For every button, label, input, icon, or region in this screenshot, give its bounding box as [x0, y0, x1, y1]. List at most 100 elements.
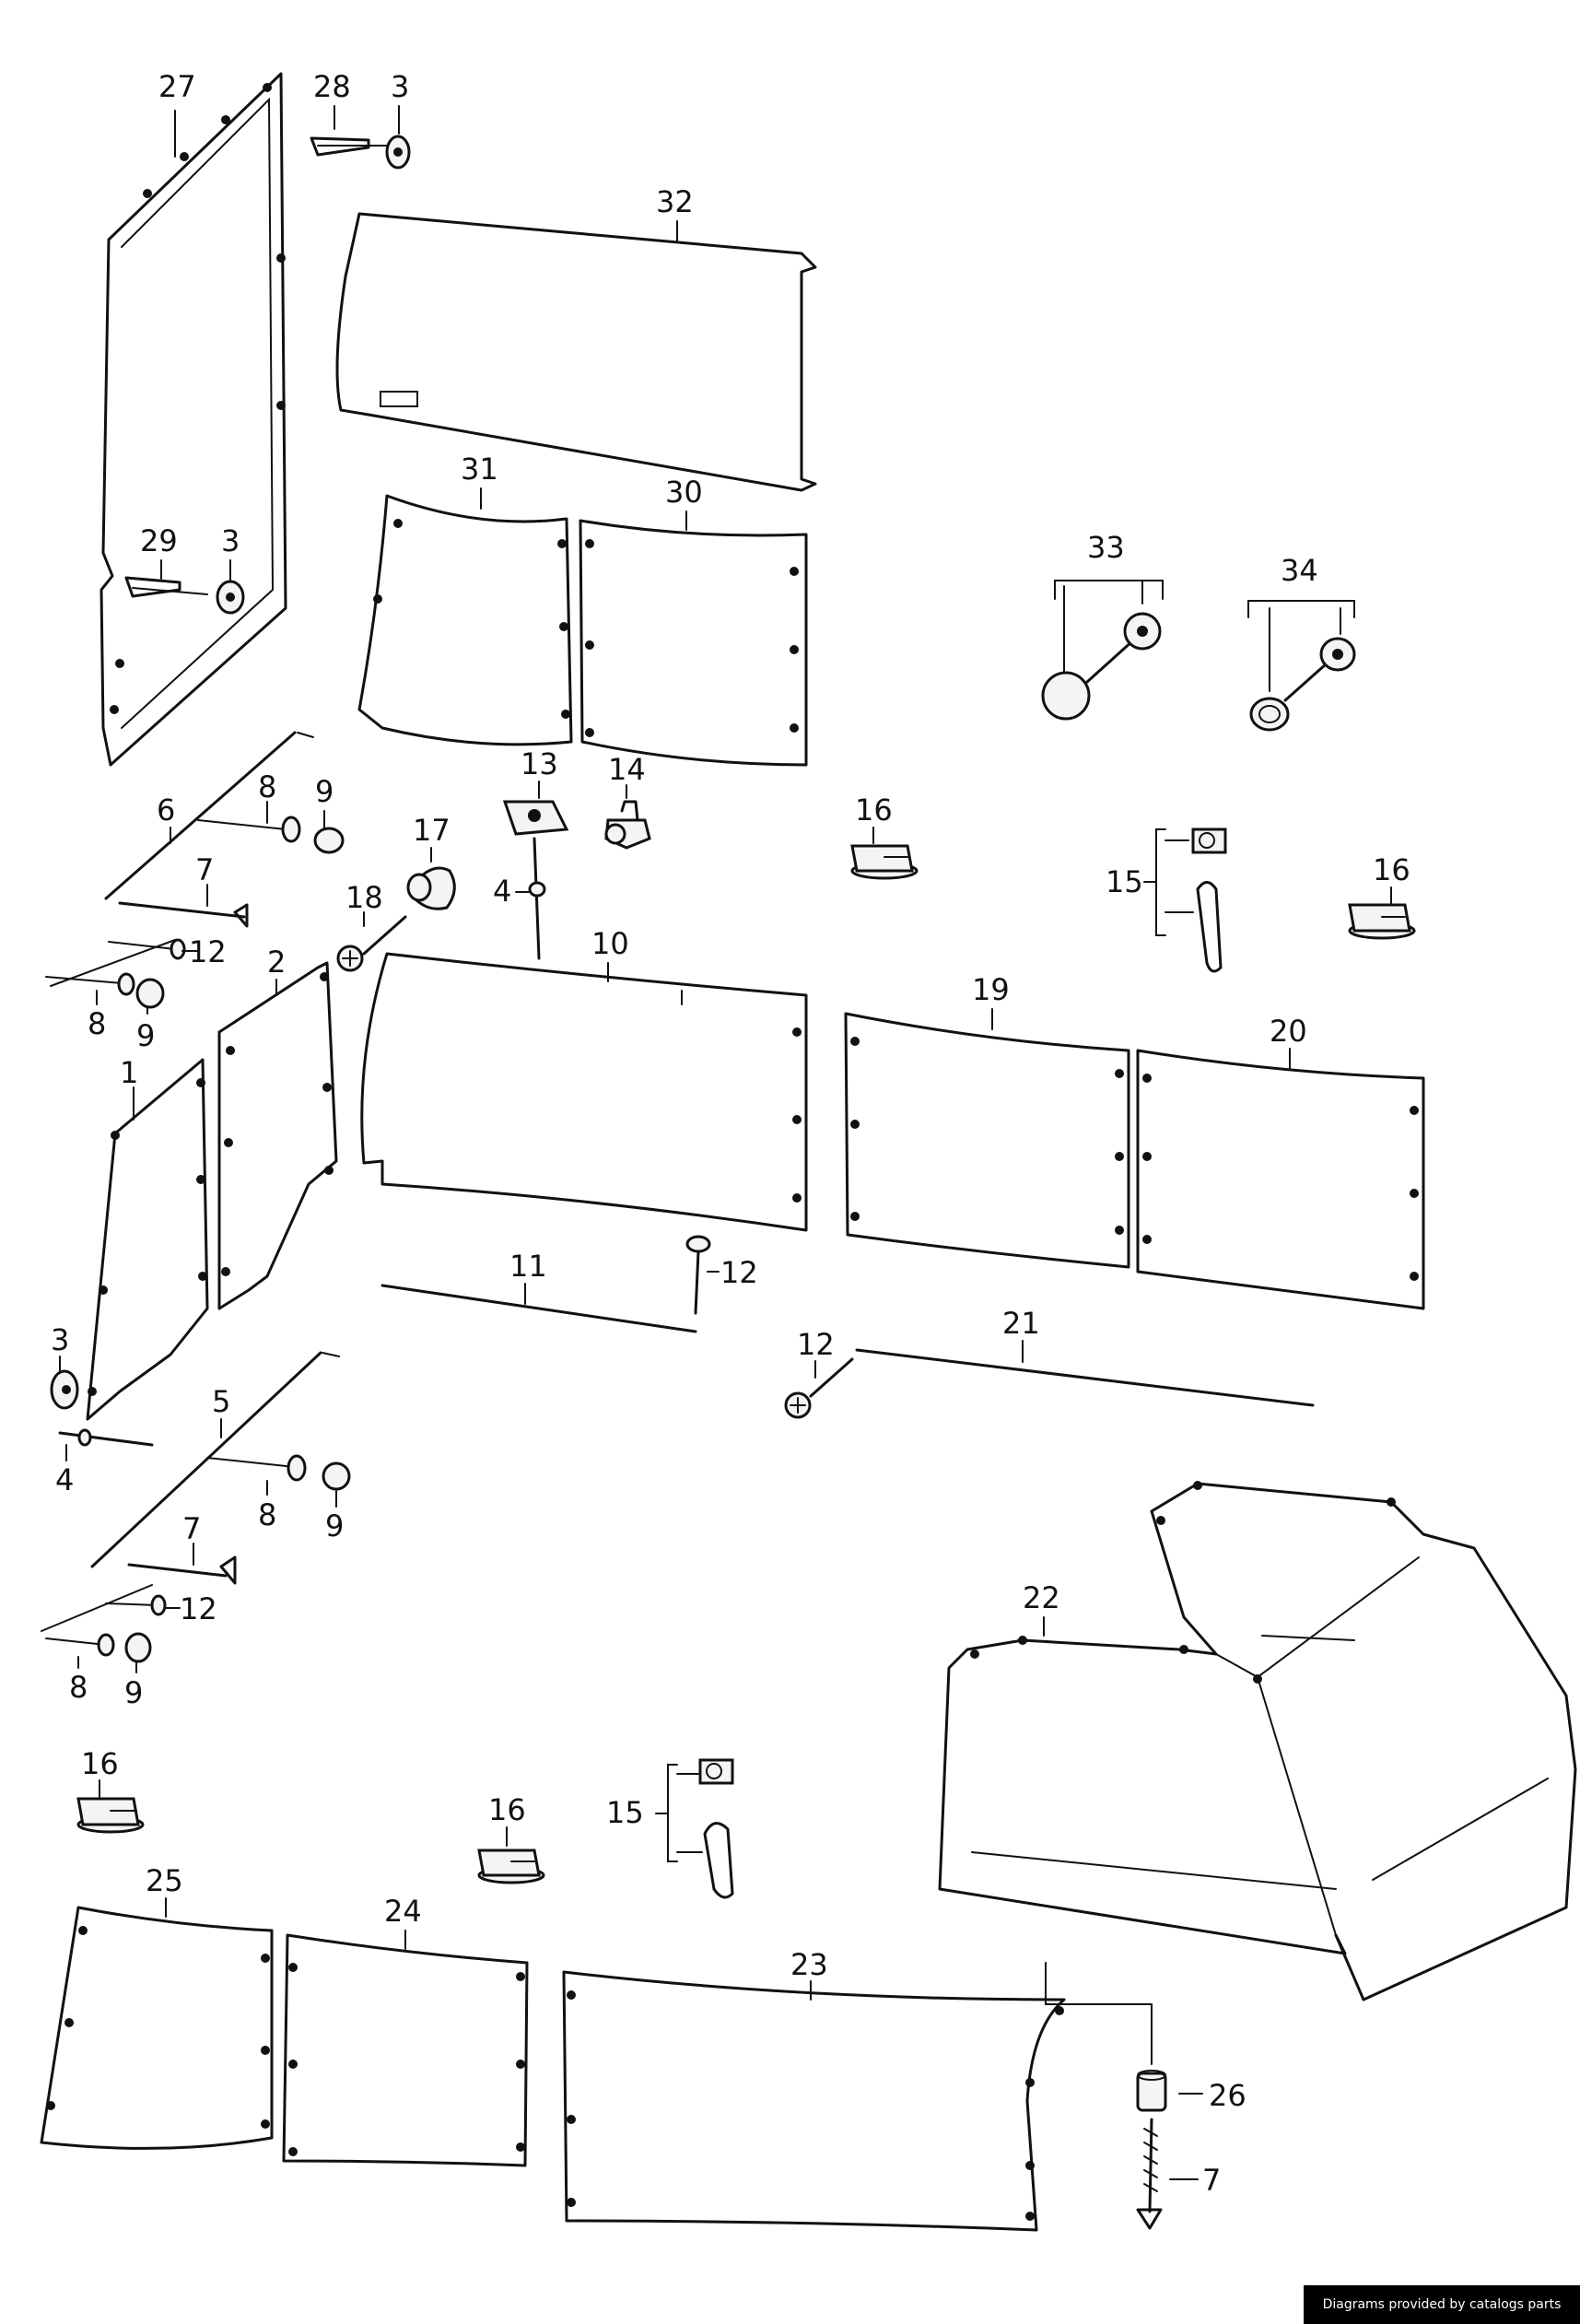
- part-3-cup-washer-mid: [216, 580, 245, 615]
- part-25-panel: [40, 1906, 274, 2150]
- label-32: 32: [656, 184, 694, 219]
- part-34-knob: [1247, 600, 1356, 732]
- label-11: 11: [509, 1249, 547, 1284]
- label-7-b: 7: [182, 1511, 201, 1546]
- part-32-window-glass: [335, 212, 817, 492]
- label-22: 22: [1023, 1580, 1060, 1615]
- label-8-a: 8: [258, 769, 276, 804]
- label-24: 24: [384, 1894, 422, 1929]
- part-11-rod: [380, 1284, 697, 1333]
- label-1: 1: [120, 1055, 138, 1090]
- label-17: 17: [413, 813, 451, 848]
- part-16-clip-a: [850, 844, 919, 880]
- part-31-panel: [357, 494, 573, 746]
- label-3-top: 3: [391, 69, 409, 104]
- part-15-clip-top: [1143, 827, 1227, 973]
- part-1-side-panel: [86, 1058, 209, 1421]
- label-7-c: 7: [1202, 2163, 1221, 2198]
- label-16-c: 16: [81, 1746, 119, 1781]
- label-23: 23: [790, 1947, 828, 1982]
- part-21-rod: [855, 1348, 1315, 1407]
- label-9-d: 9: [124, 1675, 143, 1710]
- label-3-low: 3: [51, 1322, 69, 1357]
- part-14-clip: [604, 800, 651, 850]
- label-2: 2: [267, 945, 286, 980]
- label-26: 26: [1209, 2078, 1246, 2113]
- part-5-trim-strip: [90, 1351, 340, 1568]
- label-12-b: 12: [720, 1255, 758, 1290]
- part-15-clip-low: [655, 1758, 734, 1899]
- part-9-cap-d: [124, 1632, 152, 1663]
- label-5: 5: [212, 1384, 230, 1419]
- part-4-pin-low: [58, 1428, 154, 1447]
- label-9-a: 9: [315, 774, 334, 809]
- label-9-b: 9: [136, 1018, 155, 1053]
- label-8-d: 8: [69, 1670, 88, 1705]
- part-16-clip-c: [76, 1797, 145, 1834]
- label-15-top: 15: [1106, 864, 1143, 899]
- label-8-c: 8: [258, 1497, 276, 1532]
- part-9-cap-a: [313, 827, 345, 854]
- part-19-panel: [844, 1012, 1130, 1269]
- part-9-cap-b: [135, 978, 165, 1009]
- label-7-a: 7: [195, 852, 214, 887]
- part-20-panel: [1136, 1049, 1425, 1310]
- part-7-screw-b: [127, 1555, 237, 1585]
- part-13-clip: [502, 800, 569, 836]
- part-4-pin-top: [528, 837, 546, 960]
- label-27: 27: [158, 69, 196, 104]
- credit-badge: Diagrams provided by catalogs parts: [1304, 2285, 1580, 2324]
- label-12-a: 12: [189, 934, 227, 969]
- part-8-screw-a: [197, 816, 301, 843]
- label-8-b: 8: [88, 1006, 106, 1041]
- part-27-door-frame: [99, 72, 287, 767]
- label-25: 25: [146, 1863, 183, 1898]
- part-26-spacer: [1136, 2070, 1167, 2112]
- part-7-screw-a: [118, 901, 249, 928]
- part-12-screw-d: [105, 1594, 167, 1616]
- part-30-panel: [579, 519, 808, 767]
- part-22-rear-panel: [938, 1481, 1577, 2001]
- part-16-clip-d: [477, 1849, 545, 1884]
- part-2-side-panel: [217, 961, 338, 1310]
- label-31: 31: [461, 452, 498, 487]
- part-9-cap-c: [322, 1461, 351, 1491]
- label-28: 28: [313, 69, 351, 104]
- part-18-screw: [336, 915, 407, 972]
- part-7-screw-c: [1136, 2118, 1163, 2230]
- label-3-mid: 3: [221, 523, 240, 558]
- part-3-cup-washer-low: [50, 1369, 79, 1410]
- label-33: 33: [1087, 530, 1125, 565]
- part-8-screw-b: [45, 972, 135, 996]
- label-18: 18: [345, 880, 383, 915]
- part-12-screw-a: [108, 938, 186, 960]
- part-12-screw-b: [685, 1235, 711, 1315]
- label-4-top: 4: [493, 874, 511, 909]
- label-12-c: 12: [797, 1327, 835, 1362]
- label-15-low: 15: [606, 1795, 644, 1830]
- label-29: 29: [140, 523, 178, 558]
- part-28-screw: [310, 136, 388, 157]
- label-6: 6: [157, 792, 175, 827]
- label-21: 21: [1002, 1306, 1040, 1341]
- label-20: 20: [1270, 1014, 1307, 1049]
- part-10-large-panel: [360, 952, 808, 1232]
- part-16-clip-b: [1348, 903, 1416, 940]
- label-10: 10: [591, 926, 629, 961]
- label-19: 19: [972, 972, 1010, 1007]
- part-24-panel: [282, 1933, 529, 2167]
- part-29-screw: [124, 576, 208, 598]
- label-14: 14: [608, 752, 646, 787]
- label-13: 13: [521, 746, 558, 781]
- label-16-d: 16: [488, 1792, 526, 1827]
- label-34: 34: [1281, 553, 1318, 588]
- label-4-low: 4: [55, 1462, 74, 1497]
- part-6-trim-strip: [104, 731, 314, 900]
- part-3-cup-washer-top: [385, 135, 411, 170]
- part-8-screw-c: [206, 1454, 307, 1482]
- label-30: 30: [665, 475, 703, 510]
- label-12-d: 12: [180, 1591, 217, 1626]
- part-8-screw-d: [45, 1633, 115, 1657]
- part-12-screw-c: [784, 1357, 854, 1419]
